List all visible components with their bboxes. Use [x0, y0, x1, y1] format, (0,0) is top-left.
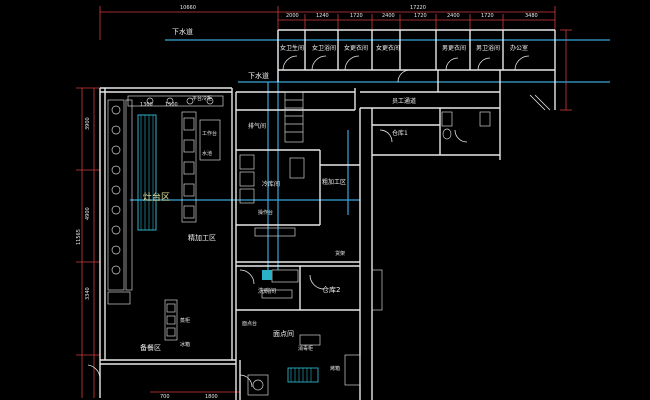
serving-counter-hatch [262, 270, 319, 383]
note-oven: 烤箱 [330, 365, 340, 372]
note-worktable: 工作台 [202, 130, 217, 137]
dim-left-1: 3900 [85, 117, 91, 130]
label-women-toilet: 女卫生间 [280, 44, 304, 52]
walls [99, 29, 556, 400]
label-exhaust: 排气间 [248, 122, 266, 130]
small-annotations: 1300 1500 平台冷柜 工作台 水池 操作台 货架 消毒柜 面点台 蒸柜 … [140, 95, 345, 372]
note-fridge: 冰箱 [180, 341, 190, 348]
equipment-right [239, 91, 383, 396]
label-men-shower: 男卫浴间 [476, 44, 500, 52]
label-corridor: 员工通道 [392, 97, 416, 105]
label-women-locker-a: 女更衣间 [344, 44, 368, 52]
label-fine-processing: 精加工区 [188, 233, 216, 242]
label-stove-area: 灶台区 [143, 191, 170, 203]
dim-seg-1: 2000 [286, 13, 299, 19]
dim-left-3: 11565 [76, 229, 82, 245]
note-operating-table: 操作台 [258, 209, 273, 216]
dim-seg-7: 1720 [481, 13, 494, 19]
dim-seg-5: 1720 [414, 13, 427, 19]
dim-seg-3: 1720 [350, 13, 363, 19]
label-storage-1: 仓库1 [392, 129, 408, 137]
dim-bottom-2: 1800 [205, 394, 218, 400]
note-1500: 1500 [165, 102, 178, 108]
room-labels: 下水道 下水道 女卫生间 女卫浴间 女更衣间 女更衣间 男更衣间 男卫浴间 办公… [140, 27, 528, 352]
note-steamer: 蒸柜 [180, 317, 190, 324]
note-flat-fridge: 平台冷柜 [192, 95, 212, 102]
label-serving: 备餐区 [140, 343, 161, 352]
label-women-locker: 女更衣间 [376, 44, 400, 52]
dimension-texts: 10660 17220 2000 1240 1720 2400 1720 240… [76, 5, 538, 400]
note-disinfect: 消毒柜 [298, 345, 313, 352]
dim-left-2: 4900 [85, 207, 91, 220]
equipment-center [127, 95, 224, 341]
note-pastry-table: 面点台 [242, 320, 257, 327]
note-sink: 水池 [202, 150, 212, 157]
dim-seg-6: 2400 [447, 13, 460, 19]
equipment-left-column [107, 99, 133, 305]
label-office: 办公室 [510, 44, 528, 52]
label-cold-room: 冷库间 [262, 180, 280, 188]
label-dishwash: 洗碗间 [258, 287, 276, 295]
toilet-fixtures [441, 111, 491, 140]
note-1300: 1300 [140, 102, 153, 108]
dim-seg-4: 2400 [382, 13, 395, 19]
door-swings [87, 55, 551, 388]
dim-seg-2: 1240 [316, 13, 329, 19]
dim-bottom-1: 700 [160, 394, 170, 400]
label-men-locker: 男更衣间 [442, 44, 466, 52]
label-women-shower: 女卫浴间 [312, 44, 336, 52]
label-storage-2: 仓库2 [322, 285, 340, 294]
label-pastry: 面点间 [273, 330, 294, 338]
label-drain-1: 下水道 [172, 27, 193, 36]
cold-storage-hatch [137, 114, 157, 231]
dim-total-right: 17220 [410, 5, 426, 11]
note-shelf: 货架 [335, 250, 345, 257]
label-drain-2: 下水道 [248, 71, 269, 80]
dim-left-4: 3340 [85, 287, 91, 300]
dim-total-left: 10660 [180, 5, 196, 11]
dim-seg-8: 3480 [525, 13, 538, 19]
label-rough-processing: 粗加工区 [322, 178, 346, 186]
dimension-lines [76, 6, 572, 398]
